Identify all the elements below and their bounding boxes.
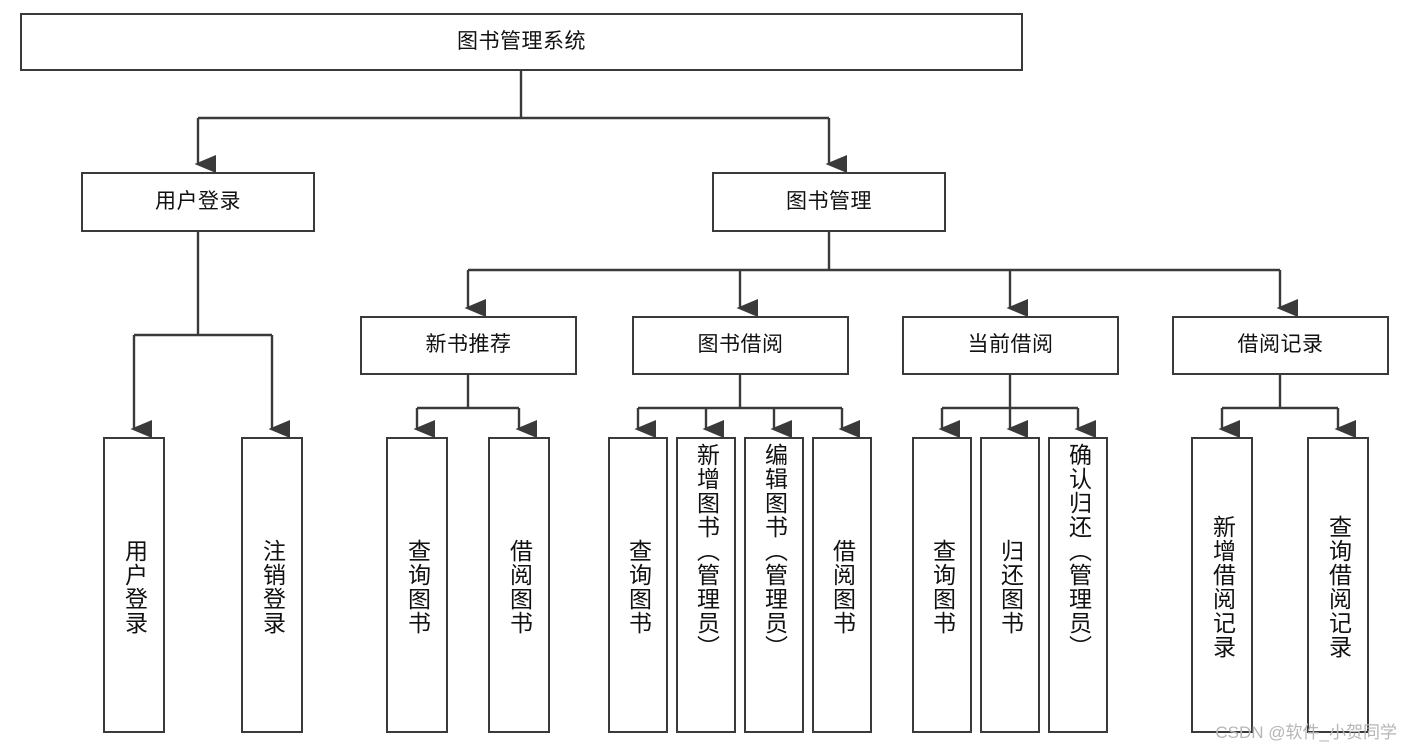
leaf-user-login-logout[interactable]: 注销登录 [241,437,303,733]
node-user-login[interactable]: 用户登录 [81,172,315,232]
node-label: 新增借阅记录 [1209,515,1236,659]
node-label: 借阅图书 [829,539,856,635]
node-label: 图书管理系统 [457,29,586,53]
node-label: 图书借阅 [697,333,784,357]
node-label: 查询图书 [929,539,956,635]
leaf-book-borrow-query-book[interactable]: 查询图书 [608,437,668,733]
node-label: 借阅记录 [1237,333,1324,357]
node-label: 用户登录 [155,189,241,213]
leaf-user-login-login[interactable]: 用户登录 [103,437,165,733]
node-current-borrow[interactable]: 当前借阅 [902,316,1119,375]
node-label: 查询借阅记录 [1325,515,1352,659]
leaf-current-borrow-query-book[interactable]: 查询图书 [912,437,972,733]
node-label: 新增图书（管理员） [693,443,720,659]
node-label: 编辑图书（管理员） [761,443,788,659]
leaf-current-borrow-return-book[interactable]: 归还图书 [980,437,1040,733]
node-book-management[interactable]: 图书管理 [712,172,946,232]
leaf-new-book-borrow-book[interactable]: 借阅图书 [488,437,550,733]
leaf-borrow-records-add-record[interactable]: 新增借阅记录 [1191,437,1253,733]
node-book-borrow[interactable]: 图书借阅 [632,316,849,375]
node-label: 借阅图书 [506,539,533,635]
node-borrow-records[interactable]: 借阅记录 [1172,316,1389,375]
leaf-new-book-query-book[interactable]: 查询图书 [386,437,448,733]
node-label: 用户登录 [121,539,148,635]
node-root-book-management-system[interactable]: 图书管理系统 [20,13,1023,71]
node-label: 当前借阅 [967,333,1054,357]
csdn-watermark: CSDN @软件_小贺同学 [1215,723,1397,742]
node-new-book-recommend[interactable]: 新书推荐 [360,316,577,375]
leaf-book-borrow-add-book-admin[interactable]: 新增图书（管理员） [676,437,736,733]
node-label: 归还图书 [997,539,1024,635]
node-label: 确认归还（管理员） [1065,443,1092,659]
node-label: 注销登录 [259,539,286,635]
leaf-book-borrow-edit-book-admin[interactable]: 编辑图书（管理员） [744,437,804,733]
node-label: 查询图书 [404,539,431,635]
leaf-book-borrow-borrow-book[interactable]: 借阅图书 [812,437,872,733]
node-label: 查询图书 [625,539,652,635]
leaf-borrow-records-query-record[interactable]: 查询借阅记录 [1307,437,1369,733]
leaf-current-borrow-confirm-return-admin[interactable]: 确认归还（管理员） [1048,437,1108,733]
node-label: 图书管理 [786,189,872,213]
node-label: 新书推荐 [425,333,512,357]
